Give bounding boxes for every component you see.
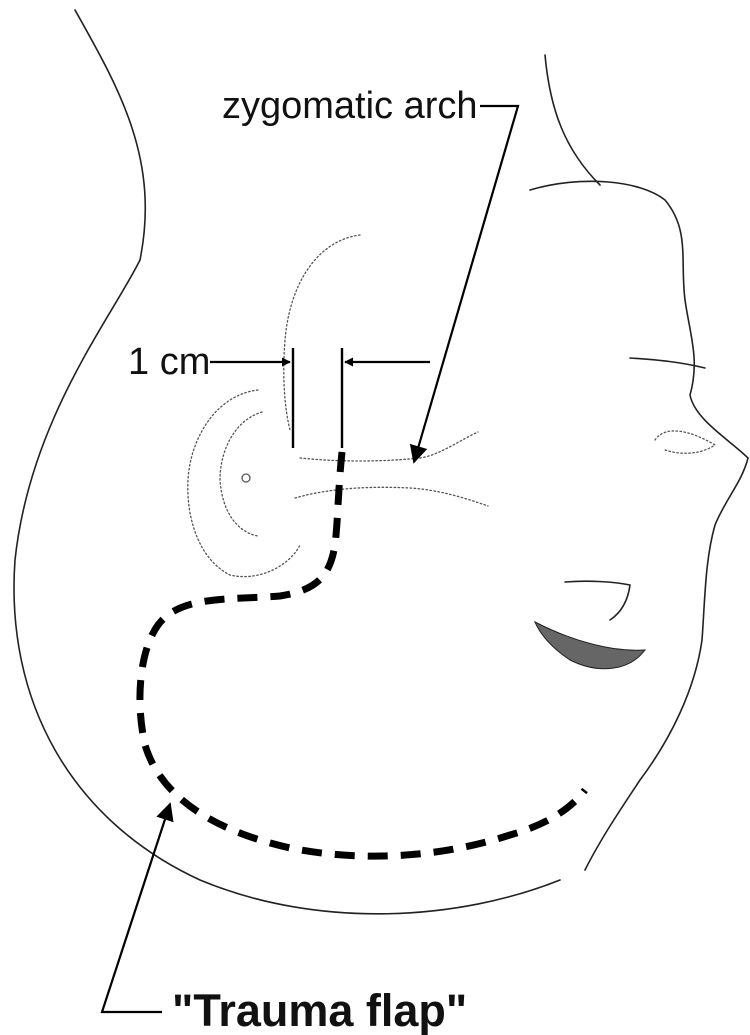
trauma-flap-leader [102,804,170,1012]
face-profile [530,181,748,870]
zygomatic-arch-leader [414,106,518,462]
label-zygomatic-arch: zygomatic arch [222,85,478,127]
forehead-line [545,55,600,185]
head-outline [14,10,560,914]
nostril [655,431,715,453]
zygomatic-arch-lower [295,487,488,506]
temple-curve [284,235,360,430]
ear-outer [188,390,300,577]
chin-shadow [535,622,645,669]
zygomatic-arch-upper [300,432,478,461]
trauma-flap-incision [140,452,585,856]
label-trauma-flap: "Trauma flap" [172,985,467,1035]
ear-canal [242,474,250,482]
label-1cm: 1 cm [128,341,210,383]
mouth-line [565,581,630,620]
ear-inner [220,412,262,536]
